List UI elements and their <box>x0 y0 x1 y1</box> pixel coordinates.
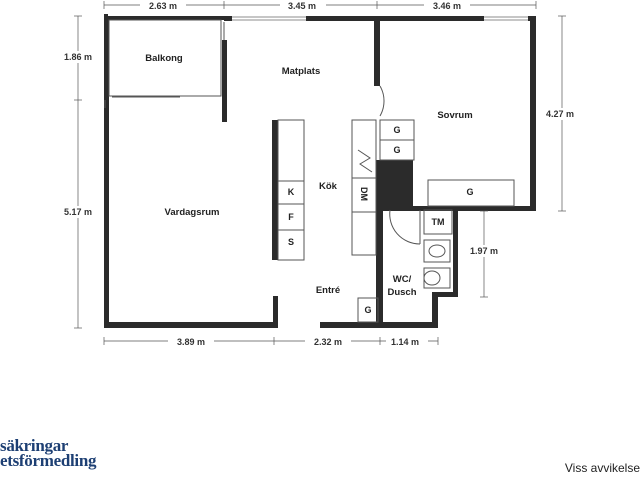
room-label-matplats: Matplats <box>282 66 321 77</box>
kitchen-counters <box>277 119 415 261</box>
appliance-g1: G <box>393 125 400 135</box>
dim-right-lower: 1.97 m <box>470 246 498 256</box>
appliance-k: K <box>288 187 295 197</box>
dim-bottom-mid: 2.32 m <box>314 337 342 347</box>
appliance-g4: G <box>364 305 371 315</box>
dim-top-left: 2.63 m <box>149 1 177 11</box>
dim-top-right: 3.46 m <box>433 1 461 11</box>
appliance-g2: G <box>393 145 400 155</box>
brand-logo: säkringar etsförmedling <box>0 436 130 470</box>
appliance-dm: DM <box>359 187 369 201</box>
floor-plan: Balkong Matplats Sovrum Kök Vardagsrum E… <box>58 0 581 347</box>
room-label-vardagsrum: Vardagsrum <box>165 207 220 218</box>
windows <box>104 16 528 108</box>
room-labels: Balkong Matplats Sovrum Kök Vardagsrum E… <box>145 53 472 298</box>
appliance-tm: TM <box>432 217 445 227</box>
dim-left-lower: 5.17 m <box>64 207 92 217</box>
appliance-s: S <box>288 237 294 247</box>
brand-line-1: säkringar <box>0 436 69 455</box>
disclaimer-text: Viss avvikelse <box>564 461 640 475</box>
walls <box>104 14 536 328</box>
doors <box>379 85 385 117</box>
dim-right-upper: 4.27 m <box>546 109 574 119</box>
brand-line-2: etsförmedling <box>0 451 97 470</box>
appliance-labels: K F S DM G G G G TM <box>288 125 474 315</box>
dimension-labels: 2.63 m 3.45 m 3.46 m 1.86 m 5.17 m 4.27 … <box>58 0 581 347</box>
room-label-entre: Entré <box>316 285 340 296</box>
dim-top-mid: 3.45 m <box>288 1 316 11</box>
appliance-g3: G <box>466 187 473 197</box>
wardrobe <box>427 179 515 207</box>
dim-bottom-right: 1.14 m <box>391 337 419 347</box>
bathroom-fixtures <box>357 209 453 323</box>
balcony-outline <box>108 19 225 98</box>
room-label-wc-line2: Dusch <box>387 287 416 298</box>
room-label-kok: Kök <box>319 181 338 192</box>
room-label-wc-line1: WC/ <box>393 274 412 285</box>
dim-bottom-left: 3.89 m <box>177 337 205 347</box>
dim-left-upper: 1.86 m <box>64 52 92 62</box>
room-label-balkong: Balkong <box>145 53 183 64</box>
appliance-f: F <box>288 212 294 222</box>
room-label-sovrum: Sovrum <box>437 110 472 121</box>
